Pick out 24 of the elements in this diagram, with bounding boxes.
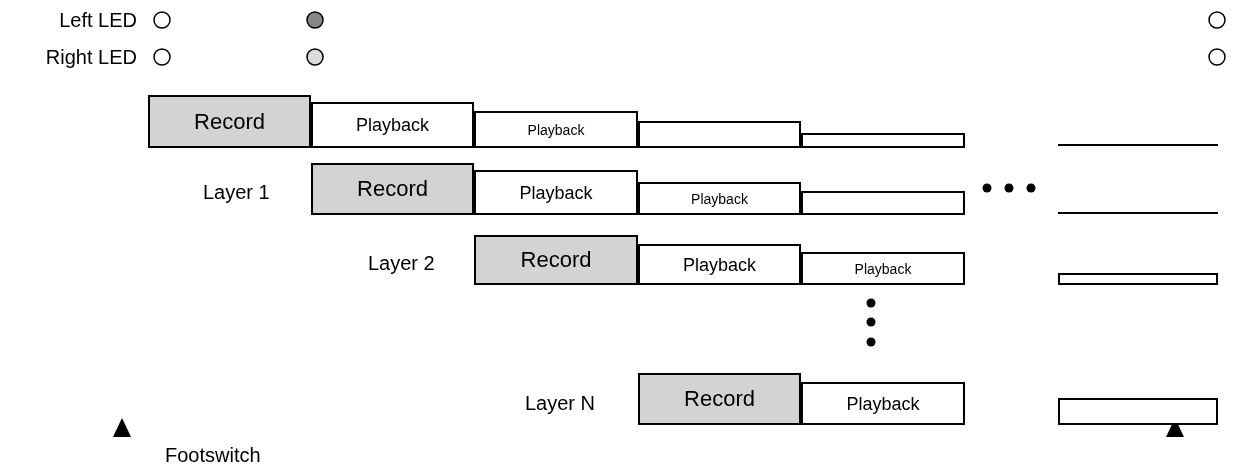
playback-block: Playback — [311, 102, 474, 148]
layer-label: Layer 1 — [203, 182, 270, 202]
layer-label: Layer 2 — [368, 253, 435, 273]
record-block: Record — [148, 95, 311, 148]
led-label: Right LED — [45, 47, 137, 67]
layer-label: Layer N — [525, 393, 596, 413]
decay-block — [1058, 273, 1218, 285]
record-block: Record — [311, 163, 474, 215]
record-block: Record — [638, 373, 801, 425]
decay-block — [638, 121, 801, 148]
faded-line — [1058, 144, 1218, 146]
playback-block: Playback — [638, 182, 801, 215]
playback-block: Playback — [801, 252, 965, 285]
led-label: Left LED — [59, 10, 137, 30]
decay-block — [801, 133, 965, 148]
decay-block — [1058, 398, 1218, 425]
faded-line — [1058, 212, 1218, 214]
decay-block — [801, 191, 965, 215]
playback-block: Playback — [474, 170, 638, 215]
playback-block: Playback — [638, 244, 801, 285]
record-block: Record — [474, 235, 638, 285]
footswitch-label: Footswitch — [165, 445, 261, 465]
playback-block: Playback — [801, 382, 965, 425]
playback-block: Playback — [474, 111, 638, 148]
